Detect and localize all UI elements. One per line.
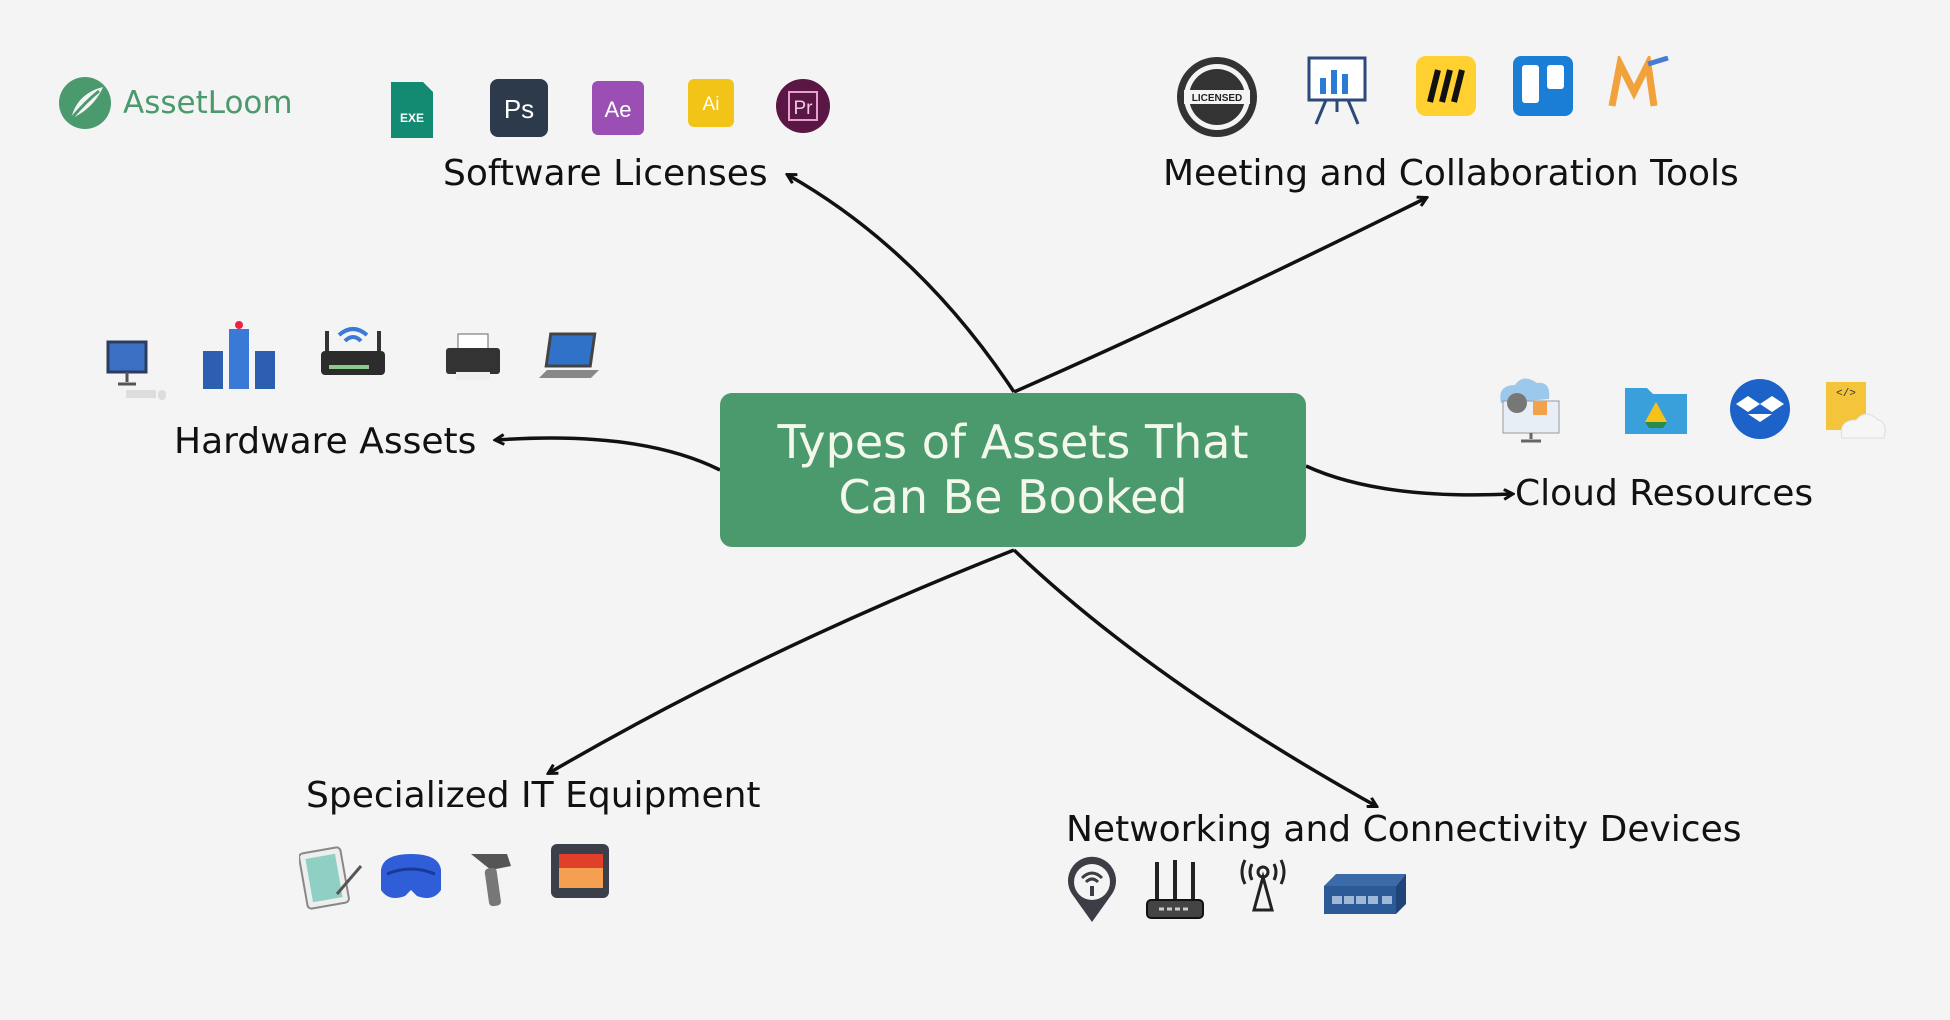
arrow-to-software <box>788 175 1016 393</box>
cloud-server-icon <box>1500 378 1560 443</box>
svg-text:Ae: Ae <box>605 97 632 122</box>
illustrator-icon: Ai <box>688 79 734 127</box>
svg-text:Ai: Ai <box>703 94 720 115</box>
google-drive-folder-icon <box>1625 388 1687 434</box>
central-topic-line2: Can Be Booked <box>838 470 1188 524</box>
central-topic: Types of Assets That Can Be Booked <box>720 393 1306 547</box>
arrow-to-hardware <box>496 438 721 472</box>
vr-headset-icon <box>381 854 441 898</box>
label-specialized-it-equipment: Specialized IT Equipment <box>306 775 761 816</box>
dropbox-icon <box>1730 379 1790 439</box>
router-antennas-icon <box>1146 860 1204 919</box>
presentation-board-icon <box>1307 56 1367 125</box>
camera-display-icon <box>551 844 609 898</box>
exe-file-icon: EXE <box>391 82 433 138</box>
desktop-computer-icon <box>106 340 166 400</box>
licensed-seal-icon: LICENSED <box>1177 57 1257 137</box>
m-logo-icon <box>1608 56 1669 107</box>
premiere-icon: Pr <box>776 79 830 133</box>
label-networking-connectivity-devices: Networking and Connectivity Devices <box>1066 809 1742 850</box>
miro-icon <box>1416 56 1476 116</box>
arrow-to-cloud <box>1305 464 1512 495</box>
central-topic-line1: Types of Assets That <box>777 414 1249 469</box>
brand-logo: AssetLoom <box>57 75 293 131</box>
photoshop-icon: Ps <box>490 79 548 137</box>
laptop-icon <box>539 332 599 378</box>
barcode-scanner-icon <box>471 854 511 907</box>
label-hardware-assets: Hardware Assets <box>174 421 477 462</box>
svg-text:Ps: Ps <box>504 94 534 124</box>
arrow-to-meeting <box>1013 198 1426 394</box>
wifi-location-pin-icon <box>1068 856 1116 922</box>
arrow-to-specialized <box>549 548 1015 773</box>
after-effects-icon: Ae <box>592 81 644 135</box>
trello-icon <box>1513 56 1573 116</box>
svg-text:LICENSED: LICENSED <box>1192 93 1243 104</box>
server-network-icon <box>203 321 275 389</box>
cloud-code-icon: </> <box>1826 382 1886 439</box>
leaf-logo-icon <box>59 77 111 129</box>
svg-text:EXE: EXE <box>400 111 424 125</box>
tablet-stylus-icon <box>299 846 363 910</box>
label-meeting-collaboration-tools: Meeting and Collaboration Tools <box>1163 153 1739 194</box>
network-switch-icon <box>1324 874 1406 914</box>
brand-name: AssetLoom <box>123 85 293 121</box>
arrow-to-networking <box>1012 548 1376 806</box>
printer-icon <box>446 333 500 380</box>
svg-text:Pr: Pr <box>794 98 814 119</box>
svg-text:</>: </> <box>1836 388 1856 400</box>
broadcast-tower-icon <box>1240 859 1286 912</box>
label-cloud-resources: Cloud Resources <box>1515 473 1814 514</box>
wifi-router-icon <box>321 327 385 375</box>
label-software-licenses: Software Licenses <box>443 153 768 194</box>
